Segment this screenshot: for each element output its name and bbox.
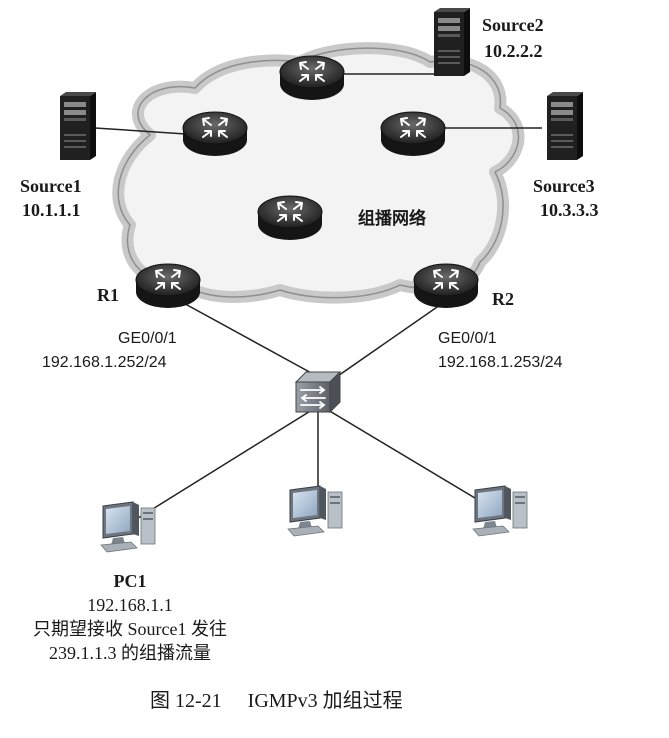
r2-interface: GE0/0/1 [438,330,497,347]
pc1-name: PC1 [113,571,147,591]
source3-name: Source3 [533,176,595,196]
source1-name: Source1 [20,176,82,196]
link-switch-pc1 [134,409,313,521]
r2-name: R2 [492,289,514,309]
source2-name: Source2 [482,15,544,35]
server-source3-icon [547,92,583,160]
server-source1-icon [60,92,96,160]
r1-ip: 192.168.1.252/24 [42,354,167,371]
link-switch-pc3 [327,409,496,511]
pc1-note-line1: 只期望接收 Source1 发往 [33,619,227,639]
links [94,73,542,521]
router-icon [279,55,345,101]
figure-title: IGMPv3 加组过程 [247,690,403,712]
r1-interface: GE0/0/1 [118,330,177,347]
router-icon [257,195,323,241]
figure-number: 图 12-21 [150,690,222,712]
switch-icon [294,370,342,414]
router-icon [380,111,446,157]
router-r1-icon [135,263,201,309]
source3-ip: 10.3.3.3 [540,200,599,220]
source2-ip: 10.2.2.2 [484,41,543,61]
r2-ip: 192.168.1.253/24 [438,354,563,371]
link-r2-switch [334,304,441,379]
pc-icon [472,485,528,537]
r1-name: R1 [97,285,119,305]
server-source2-icon [434,8,470,76]
link-r1-switch [177,299,316,376]
link-source1-router [94,127,187,135]
figure-caption: 图 12-21 IGMPv3 加组过程 [150,688,403,714]
pc1-note-line2: 239.1.1.3 的组播流量 [49,643,211,663]
router-icon [182,111,248,157]
router-r2-icon [413,263,479,309]
pc1-icon [100,501,156,553]
pc1-ip: 192.168.1.1 [87,595,173,615]
cloud-label: 组播网络 [358,209,426,229]
pc-icon [287,485,343,537]
source1-ip: 10.1.1.1 [22,200,81,220]
